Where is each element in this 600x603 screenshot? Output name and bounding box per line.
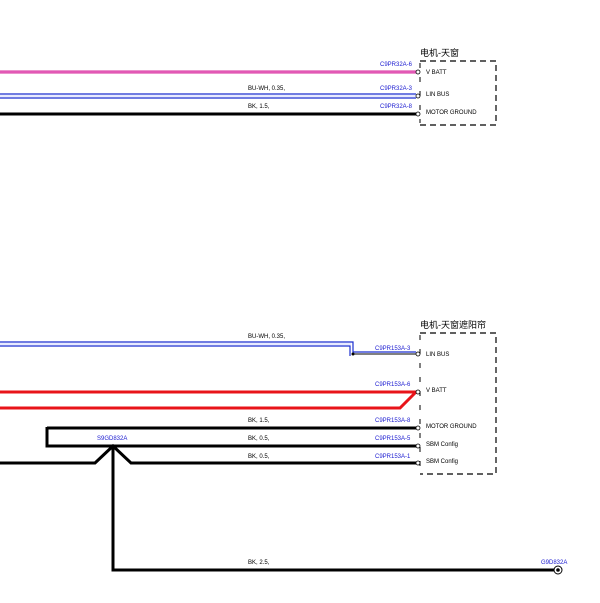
component-title: 电机-天窗 (420, 47, 459, 59)
sunroof-motor: BU-WH, 0.35, BK, 1.5, C9PR32A-6 C9PR32A-… (0, 47, 497, 126)
sbm-config-wire-label: BK, 0.5, (248, 454, 270, 460)
pin-function: SBM Config (426, 442, 458, 448)
pin-function: V BATT (426, 70, 447, 76)
sunshade-motor: BU-WH, 0.35, BK, 1.5, BK, 0.5, BK, 0.5, … (0, 319, 567, 575)
pin-function: MOTOR GROUND (426, 424, 477, 430)
pin-circle[interactable] (415, 111, 421, 117)
lin-bus-wire-label: BU-WH, 0.35, (248, 86, 285, 92)
pin-id: C9PR32A-3 (380, 86, 413, 92)
pin-circle[interactable] (415, 69, 421, 75)
splice-label: S9GD832A (97, 436, 127, 442)
pin-id: C9PR153A-3 (375, 346, 411, 352)
motor-ground-wire-label: BK, 1.5, (248, 104, 270, 110)
ground-wire[interactable] (111, 446, 554, 572)
lin-bus-wire[interactable] (0, 341, 416, 356)
ground-wire-label: BK, 2.5, (248, 560, 270, 566)
pin-circle[interactable] (415, 425, 421, 431)
pin-circle[interactable] (415, 351, 421, 357)
pin-id: C9PR153A-5 (375, 436, 411, 442)
pin-id: C9PR32A-8 (380, 104, 413, 110)
motor-ground-wire-label: BK, 1.5, (248, 418, 270, 424)
pin-id: C9PR153A-8 (375, 418, 411, 424)
pin-id: C9PR153A-6 (375, 382, 411, 388)
pin-function: MOTOR GROUND (426, 110, 477, 116)
vbatt-wire[interactable] (0, 390, 418, 410)
pin-circle[interactable] (415, 93, 421, 99)
sbm-config-wire-label: BK, 0.5, (248, 436, 270, 442)
connector-box (420, 332, 497, 475)
motor-ground-wire[interactable] (45, 426, 416, 448)
ground-label: G9D832A (541, 560, 567, 566)
pin-function: LIN BUS (426, 352, 449, 358)
lin-bus-wire-label: BU-WH, 0.35, (248, 334, 285, 340)
pin-id: C9PR32A-6 (380, 62, 413, 68)
pin-id: C9PR153A-1 (375, 454, 411, 460)
ground-terminal-icon[interactable] (553, 565, 563, 575)
pin-function: LIN BUS (426, 92, 449, 98)
component-title: 电机-天窗遮阳帘 (420, 319, 486, 331)
pin-circle[interactable] (415, 389, 421, 395)
pin-function: V BATT (426, 388, 447, 394)
sbm-config-wire[interactable] (0, 443, 416, 465)
pin-circle[interactable] (415, 460, 421, 466)
pin-function: SBM Config (426, 459, 458, 465)
pin-circle[interactable] (415, 443, 421, 449)
lin-bus-wire[interactable] (0, 93, 416, 99)
